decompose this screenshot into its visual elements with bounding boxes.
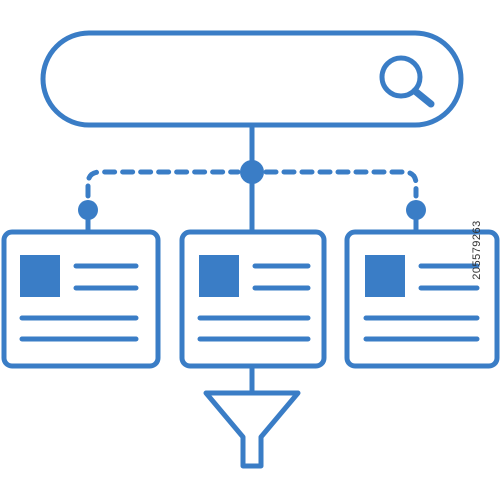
connector-nodes: [78, 160, 426, 220]
search-bar: [40, 30, 464, 128]
search-bar-outline: [40, 30, 464, 128]
left-result-card: [1, 229, 161, 369]
node-hub: [240, 160, 264, 184]
right-result-card: [344, 229, 500, 369]
card-outline: [1, 229, 161, 369]
magnifier-icon: [379, 55, 435, 108]
center-result-card: [179, 229, 327, 369]
card-thumbnail: [365, 255, 405, 297]
card-outline: [344, 229, 500, 369]
card-thumbnail: [199, 255, 239, 297]
funnel-icon: [203, 390, 301, 469]
card-thumbnail: [20, 255, 60, 297]
dashed-branch-left: [85, 169, 241, 199]
card-outline: [179, 229, 327, 369]
node-left: [78, 200, 98, 220]
node-right: [406, 200, 426, 220]
stock-id-text: 205579263: [471, 220, 483, 280]
dashed-branch-right: [263, 169, 419, 199]
